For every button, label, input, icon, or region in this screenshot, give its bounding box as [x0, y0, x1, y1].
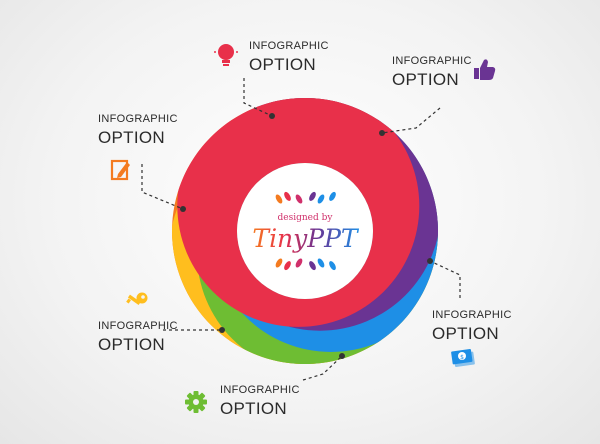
option-3-subtitle: OPTION [98, 128, 165, 147]
connector-dot [379, 130, 385, 136]
option-label-2: INFOGRAPHIC OPTION [392, 55, 472, 89]
key-icon [126, 292, 148, 305]
leaf [309, 191, 316, 201]
connector-1 [243, 78, 273, 117]
ring-center [237, 163, 373, 299]
connector-5 [429, 260, 461, 298]
connector-2 [381, 107, 441, 134]
leaf-wreath-top [275, 191, 336, 204]
connector-dots [180, 113, 433, 359]
logo-name: TinyPPT [252, 224, 360, 253]
option-3-title: INFOGRAPHIC [98, 113, 178, 125]
option-label-6: INFOGRAPHIC OPTION [220, 384, 300, 418]
connector-dot [269, 113, 275, 119]
leaf [329, 191, 336, 201]
option-5-title: INFOGRAPHIC [432, 309, 512, 321]
tinyppt-logo: designed by TinyPPT [252, 191, 360, 271]
option-6-subtitle: OPTION [220, 399, 287, 418]
option-2-title: INFOGRAPHIC [392, 55, 472, 67]
option-4-title: INFOGRAPHIC [98, 320, 178, 332]
leaf [284, 261, 291, 271]
option-label-1: INFOGRAPHIC OPTION [249, 40, 329, 74]
edit-note-icon [110, 159, 130, 181]
option-6-title: INFOGRAPHIC [220, 384, 300, 396]
leaf [284, 191, 291, 201]
leaf [317, 194, 325, 204]
leaf [275, 258, 283, 268]
connector-6 [302, 355, 343, 381]
leaf [329, 261, 336, 271]
option-1-subtitle: OPTION [249, 55, 316, 74]
option-label-5: INFOGRAPHIC OPTION [432, 309, 512, 343]
connector-dot [427, 258, 433, 264]
option-5-subtitle: OPTION [432, 324, 499, 343]
connector-dot [339, 353, 345, 359]
lightbulb-icon [214, 44, 238, 66]
option-1-title: INFOGRAPHIC [249, 40, 329, 52]
leaf [295, 194, 303, 204]
leaf [317, 258, 325, 268]
leaf-wreath-bottom [275, 258, 336, 271]
connector-lines [141, 78, 461, 381]
leaf [295, 258, 303, 268]
option-label-3: INFOGRAPHIC OPTION [98, 113, 178, 147]
money-icon: $ [451, 348, 475, 368]
option-label-4: INFOGRAPHIC OPTION [98, 320, 178, 354]
leaf [275, 194, 283, 204]
leaf [309, 261, 316, 271]
thumbs-up-icon [474, 59, 496, 80]
logo-tagline: designed by [278, 213, 334, 223]
option-4-subtitle: OPTION [98, 335, 165, 354]
swirl-ring [172, 98, 439, 365]
connector-dot [219, 327, 225, 333]
gear-icon [185, 391, 207, 413]
svg-text:$: $ [460, 354, 464, 361]
connector-dot [180, 206, 186, 212]
option-2-subtitle: OPTION [392, 70, 459, 89]
